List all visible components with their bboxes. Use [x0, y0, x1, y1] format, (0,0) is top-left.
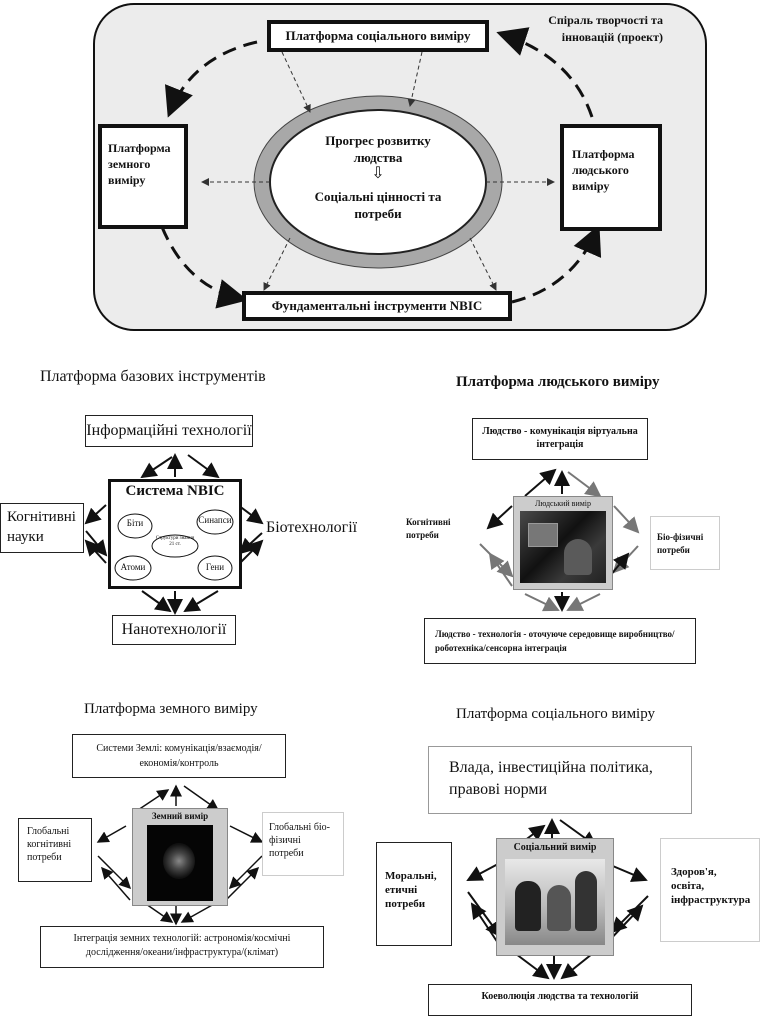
- values-label: Соціальні цінності та потреби: [314, 189, 442, 221]
- earth-diagram: Системи Землі: комунікація/взаємодія/еко…: [18, 730, 348, 980]
- earth-right-label: Глобальні біо-фізичні потреби: [269, 822, 331, 859]
- biotech-label: Біотехнології: [266, 519, 358, 536]
- social-photo: [505, 859, 605, 945]
- cycle-diagram: Платформа соціального виміру Спіраль тво…: [92, 2, 708, 332]
- nbic-system-label: Система NBIC: [125, 483, 225, 499]
- earth-platform-label: Платформа земного виміру: [108, 141, 171, 187]
- person-mid-shape: [547, 885, 571, 931]
- human-top-box: Людство - комунікація віртуальна інтегра…: [472, 418, 648, 460]
- person-right-shape: [575, 871, 597, 931]
- human-arrows: [479, 468, 640, 612]
- basic-diagram: Інформаційні технології Система NBIC Біт…: [0, 395, 380, 660]
- social-center-panel: Соціальний вимір: [496, 838, 614, 956]
- cognitive-label: Когнітивні науки: [7, 509, 76, 545]
- box-fundamental: Фундаментальні інструменти NBIC: [242, 291, 512, 321]
- social-top-label: Влада, інвестиційна політика, правові но…: [449, 759, 653, 798]
- nbic-inner-graphics: [114, 509, 234, 581]
- person-shape: [564, 539, 592, 575]
- human-right-box: Біо-фізичні потреби: [650, 516, 720, 570]
- knowledge-structures-label: Структури знання 21 ст.: [155, 536, 195, 547]
- earth-photo: [147, 825, 213, 901]
- info-tech-box: Інформаційні технології: [85, 415, 253, 447]
- basic-arrows: [84, 453, 264, 615]
- down-arrow-icon: ⇩: [371, 165, 385, 182]
- social-left-label: Моральні, етичні потреби: [385, 870, 437, 910]
- social-center-label: Соціальний вимір: [513, 842, 597, 853]
- earth-right-box: Глобальні біо-фізичні потреби: [262, 812, 344, 876]
- social-title: Платформа соціального виміру: [456, 706, 656, 722]
- info-tech-label: Інформаційні технології: [86, 422, 252, 439]
- social-right-label: Здоров'я, освіта, інфраструктура: [671, 866, 751, 906]
- cycle-diagram-graphics: [93, 3, 707, 331]
- social-right-box: Здоров'я, освіта, інфраструктура: [660, 838, 760, 942]
- human-center-panel: Людський вимір: [513, 496, 613, 590]
- human-photo: [520, 511, 606, 583]
- nanotech-label: Нанотехнології: [121, 621, 227, 638]
- human-bottom-box: Людство - технологія - оточуюче середови…: [424, 618, 696, 664]
- bits-label: Біти: [126, 518, 144, 528]
- human-center-label: Людський вимір: [534, 499, 592, 508]
- earth-bottom-box: Інтеграція земних технологій: астрономія…: [40, 926, 324, 968]
- social-bottom-box: Коеволюція людства та технологій: [428, 984, 692, 1016]
- social-bottom-label: Коеволюція людства та технологій: [481, 991, 639, 1002]
- social-diagram: Влада, інвестиційна політика, правові но…: [376, 746, 762, 1016]
- progress-label: Прогрес розвитку людства: [325, 133, 431, 165]
- person-left-shape: [515, 881, 541, 931]
- earth-title: Платформа земного виміру: [84, 701, 258, 717]
- earth-left-label: Глобальні когнітивні потреби: [27, 826, 72, 863]
- earth-center-panel: Земний вимір: [132, 808, 228, 906]
- nbic-system-box: Система NBIC Біти Синапси Атоми Гени Стр…: [108, 479, 242, 589]
- human-bottom-label: Людство - технологія - оточуюче середови…: [435, 629, 675, 653]
- human-platform-label: Платформа людського виміру: [572, 147, 635, 193]
- box-social-platform: Платформа соціального виміру: [267, 20, 489, 52]
- earth-center-label: Земний вимір: [151, 811, 209, 821]
- human-right-label: Біо-фізичні потреби: [657, 532, 704, 555]
- earth-bottom-label: Інтеграція земних технологій: астрономія…: [73, 933, 291, 958]
- nanotech-box: Нанотехнології: [112, 615, 236, 645]
- earth-top-box: Системи Землі: комунікація/взаємодія/еко…: [72, 734, 286, 778]
- social-left-box: Моральні, етичні потреби: [376, 842, 452, 946]
- synapse-label: Синапси: [198, 515, 232, 525]
- spiral-label: Спіраль творчості та інновацій (проект): [548, 13, 663, 44]
- human-diagram: Людство - комунікація віртуальна інтегра…: [400, 412, 720, 670]
- human-left-label: Когнітивні потреби: [406, 517, 451, 540]
- genes-label: Гени: [205, 562, 225, 572]
- box-human-platform: Платформа людського виміру: [560, 124, 662, 231]
- human-top-label: Людство - комунікація віртуальна інтегра…: [482, 426, 638, 450]
- social-platform-label: Платформа соціального виміру: [285, 28, 471, 43]
- earth-left-box: Глобальні когнітивні потреби: [18, 818, 92, 882]
- social-top-box: Влада, інвестиційна політика, правові но…: [428, 746, 692, 814]
- fundamental-label: Фундаментальні інструменти NBIC: [271, 298, 483, 313]
- earth-top-label: Системи Землі: комунікація/взаємодія/еко…: [96, 743, 262, 769]
- human-title: Платформа людського виміру: [456, 374, 660, 390]
- galaxy-shape: [163, 843, 195, 879]
- cognitive-box: Когнітивні науки: [0, 503, 84, 553]
- earth-arrows: [96, 784, 264, 926]
- atoms-label: Атоми: [120, 562, 146, 572]
- basic-title: Платформа базових інструментів: [40, 368, 266, 385]
- monitor-shape: [528, 523, 558, 547]
- box-earth-platform: Платформа земного виміру: [98, 124, 188, 229]
